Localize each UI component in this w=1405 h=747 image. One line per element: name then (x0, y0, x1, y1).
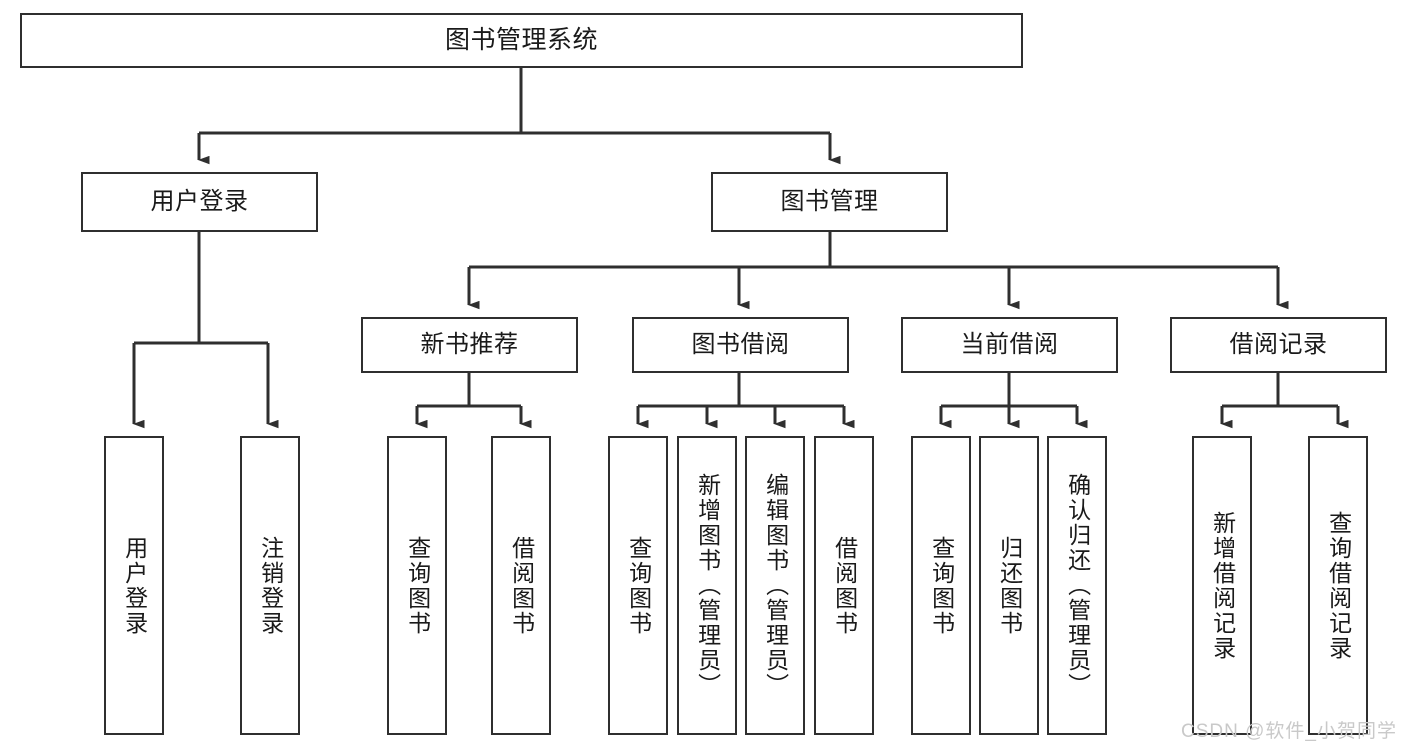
node-root-book-management-system[interactable]: 图书管理系统 (20, 13, 1023, 68)
leaf-borrow-record-query[interactable]: 查询借阅记录 (1308, 436, 1368, 735)
node-label: 查询图书 (625, 535, 652, 636)
leaf-user-login-logout[interactable]: 注销登录 (240, 436, 300, 735)
node-label: 用户登录 (150, 187, 249, 215)
leaf-book-borrow-edit-admin[interactable]: 编辑图书（管理员） (745, 436, 805, 735)
node-label: 查询图书 (928, 535, 955, 636)
node-label: 图书管理系统 (444, 25, 598, 54)
leaf-current-borrow-return[interactable]: 归还图书 (979, 436, 1039, 735)
node-label: 新增借阅记录 (1209, 510, 1236, 661)
node-label: 查询借阅记录 (1325, 510, 1352, 661)
node-label: 查询图书 (404, 535, 431, 636)
node-label: 确认归还（管理员） (1064, 473, 1091, 698)
node-user-login[interactable]: 用户登录 (81, 172, 318, 232)
node-book-borrow[interactable]: 图书借阅 (632, 317, 849, 373)
leaf-borrow-record-add[interactable]: 新增借阅记录 (1192, 436, 1252, 735)
node-label: 用户登录 (121, 535, 148, 636)
leaf-new-book-query[interactable]: 查询图书 (387, 436, 447, 735)
node-label: 新增图书（管理员） (694, 473, 721, 698)
node-borrow-record[interactable]: 借阅记录 (1170, 317, 1387, 373)
leaf-user-login-login[interactable]: 用户登录 (104, 436, 164, 735)
node-label: 借阅图书 (508, 535, 535, 636)
node-label: 图书借阅 (691, 330, 790, 358)
node-label: 当前借阅 (960, 330, 1059, 358)
node-label: 新书推荐 (420, 330, 519, 358)
leaf-book-borrow-borrow[interactable]: 借阅图书 (814, 436, 874, 735)
node-label: 图书管理 (780, 187, 879, 215)
leaf-book-borrow-add-admin[interactable]: 新增图书（管理员） (677, 436, 737, 735)
leaf-current-borrow-query[interactable]: 查询图书 (911, 436, 971, 735)
leaf-new-book-borrow[interactable]: 借阅图书 (491, 436, 551, 735)
node-book-management[interactable]: 图书管理 (711, 172, 948, 232)
node-current-borrow[interactable]: 当前借阅 (901, 317, 1118, 373)
node-label: 编辑图书（管理员） (762, 473, 789, 698)
node-label: 借阅图书 (831, 535, 858, 636)
leaf-current-borrow-confirm-return-admin[interactable]: 确认归还（管理员） (1047, 436, 1107, 735)
node-label: 注销登录 (257, 535, 284, 636)
leaf-book-borrow-query[interactable]: 查询图书 (608, 436, 668, 735)
node-label: 归还图书 (996, 535, 1023, 636)
node-label: 借阅记录 (1229, 330, 1328, 358)
node-new-book-recommend[interactable]: 新书推荐 (361, 317, 578, 373)
